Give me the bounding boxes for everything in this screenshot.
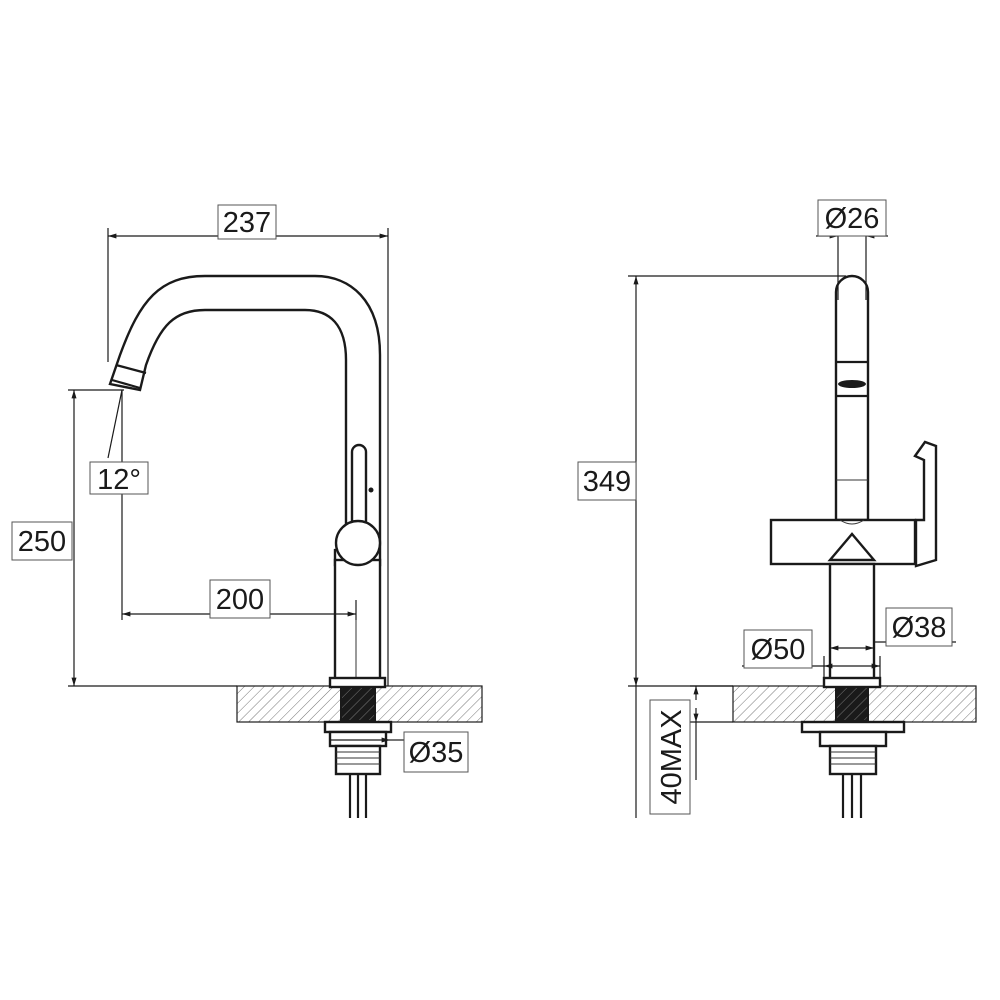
side-lever [334, 443, 382, 567]
dim-height-label: 250 [18, 526, 66, 558]
dim-angle-label: 12° [97, 464, 141, 496]
front-view: Ø26 349 Ø38 Ø50 [577, 199, 977, 818]
dim-body-label: Ø38 [892, 612, 947, 644]
dim-deck-40max: 40MAX [635, 685, 733, 818]
side-view: 237 250 12° 200 [11, 204, 483, 818]
dim-width-label: 237 [223, 207, 271, 239]
dim-deck-label: 40MAX [656, 709, 688, 804]
front-shank [800, 686, 906, 818]
front-body [822, 562, 882, 689]
dim-spout-label: Ø26 [825, 203, 880, 235]
dim-base-label: Ø50 [751, 634, 806, 666]
front-lever [913, 440, 938, 568]
dim-body-38: Ø38 [874, 607, 956, 647]
dim-height-label-front: 349 [583, 466, 631, 498]
dim-spout-26: Ø26 [816, 199, 888, 300]
dim-angle-12: 12° [89, 389, 149, 620]
dim-shank-35: Ø35 [330, 731, 469, 773]
dim-shank-label: Ø35 [409, 737, 464, 769]
side-body [328, 558, 387, 689]
dim-height-349: 349 [577, 275, 846, 687]
side-spout [108, 274, 382, 567]
dim-width-237: 237 [107, 204, 389, 686]
front-cross-body [769, 518, 917, 566]
dim-reach-200: 200 [122, 579, 357, 620]
front-spout [834, 274, 870, 522]
dim-reach-label: 200 [216, 584, 264, 616]
dim-height-250: 250 [11, 389, 237, 687]
dim-base-50: Ø50 [742, 629, 881, 680]
